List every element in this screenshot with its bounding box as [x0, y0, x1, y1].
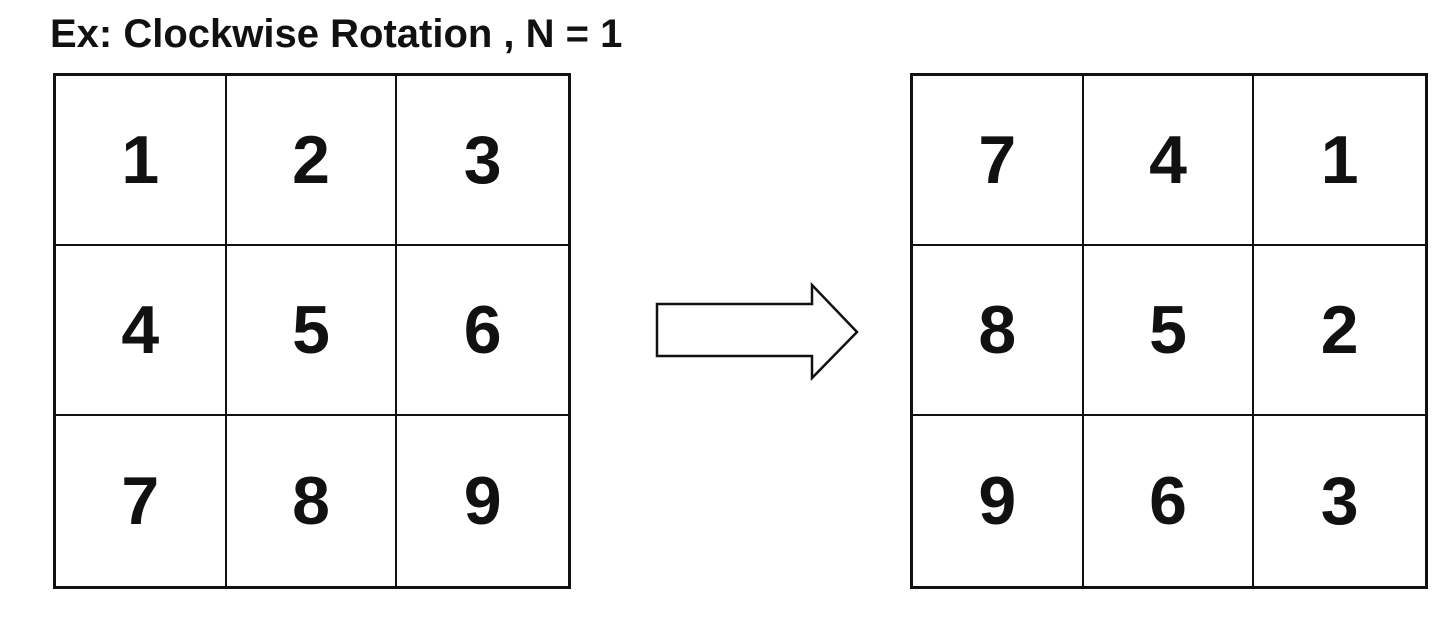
original-cell-0-1: 2 [226, 76, 398, 246]
original-cell-1-0: 4 [56, 246, 227, 416]
rotated-cell-0-1: 4 [1083, 76, 1255, 246]
rotated-cell-1-1: 5 [1083, 246, 1255, 416]
rotated-cell-1-0: 8 [913, 246, 1084, 416]
original-cell-0-0: 1 [56, 76, 227, 246]
original-matrix: 1 2 3 4 5 6 7 8 9 [53, 73, 571, 589]
rotated-cell-2-2: 3 [1320, 463, 1359, 539]
rotated-cell-2-0: 9 [913, 416, 1084, 586]
original-cell-1-2: 6 [397, 246, 568, 416]
rotated-cell-0-0: 7 [913, 76, 1084, 246]
original-cell-1-1: 5 [226, 246, 398, 416]
original-cell-2-2: 9 [463, 463, 502, 539]
rotated-matrix: 7 4 1 8 5 2 9 6 3 [910, 73, 1428, 589]
right-arrow-icon [655, 282, 859, 382]
rotated-cell-0-2: 1 [1254, 76, 1425, 246]
rotated-cell-2-1: 6 [1084, 416, 1255, 586]
original-cell-0-2: 3 [397, 76, 568, 246]
rotated-cell-1-2: 2 [1254, 246, 1425, 416]
diagram-title: Ex: Clockwise Rotation , N = 1 [50, 12, 623, 56]
original-cell-2-0: 7 [56, 416, 227, 586]
original-cell-2-1: 8 [227, 416, 398, 586]
